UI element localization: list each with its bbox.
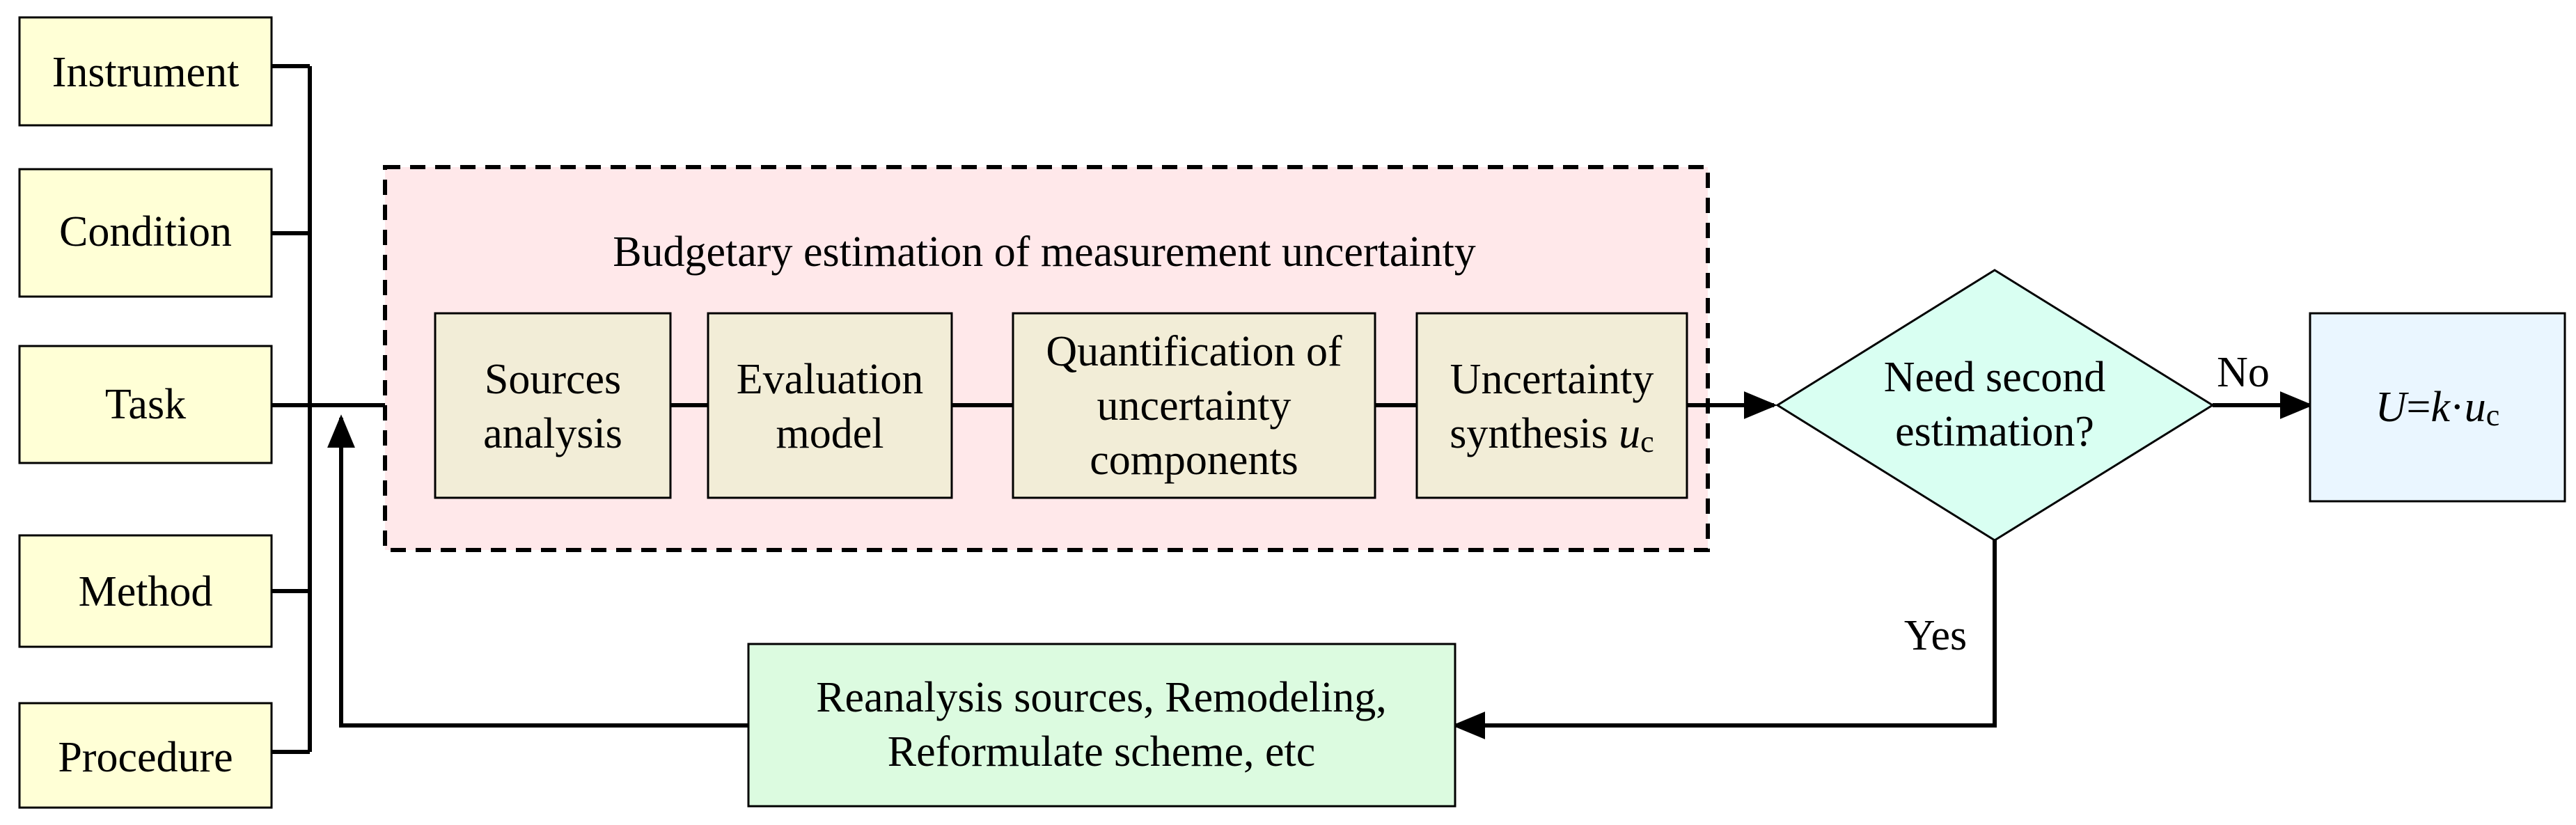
result-box: U=k·uc bbox=[2309, 312, 2566, 503]
input-task-label: Task bbox=[105, 381, 186, 428]
step-quantification-line3: components bbox=[1090, 437, 1298, 484]
step-evaluation-model: Evaluation model bbox=[707, 312, 953, 499]
input-procedure-label: Procedure bbox=[58, 734, 233, 781]
step-sources-line2: analysis bbox=[483, 410, 622, 457]
feedback-loop-arrow bbox=[327, 414, 748, 728]
step-evaluation-line1: Evaluation bbox=[737, 356, 924, 403]
rework-box: Reanalysis sources, Remodeling, Reformul… bbox=[747, 643, 1456, 808]
input-instrument-box: Instrument bbox=[18, 16, 273, 127]
rework-line2: Reformulate scheme, etc bbox=[888, 728, 1316, 776]
decision-need-second-estimation: Need second estimation? bbox=[1775, 269, 2215, 542]
step-sources-analysis: Sources analysis bbox=[434, 312, 672, 499]
input-condition-box: Condition bbox=[18, 168, 273, 298]
input-method-box: Method bbox=[18, 534, 273, 648]
yes-label: Yes bbox=[1904, 612, 1967, 659]
input-task-box: Task bbox=[18, 345, 273, 464]
no-label: No bbox=[2217, 349, 2270, 396]
step-sources-line1: Sources bbox=[485, 356, 621, 403]
input-bus-connector bbox=[272, 64, 312, 754]
step-evaluation-line2: model bbox=[776, 410, 884, 457]
budget-estimation-title: Budgetary estimation of measurement unce… bbox=[613, 228, 1476, 276]
decision-line2: estimation? bbox=[1895, 408, 2094, 455]
result-formula: U=k·uc bbox=[2375, 384, 2499, 432]
input-method-label: Method bbox=[79, 568, 213, 615]
step-quantification-line2: uncertainty bbox=[1097, 382, 1291, 430]
rework-line1: Reanalysis sources, Remodeling, bbox=[816, 674, 1387, 721]
step-synthesis-line1: Uncertainty bbox=[1450, 356, 1654, 403]
step-uncertainty-synthesis: Uncertainty synthesis uc bbox=[1415, 312, 1688, 499]
input-condition-label: Condition bbox=[59, 208, 232, 256]
decision-line1: Need second bbox=[1884, 354, 2105, 401]
step-quantification: Quantification of uncertainty components bbox=[1012, 312, 1376, 499]
input-procedure-box: Procedure bbox=[18, 702, 273, 809]
yes-branch-arrow bbox=[1452, 540, 1997, 739]
step-quantification-line1: Quantification of bbox=[1046, 328, 1342, 375]
input-instrument-label: Instrument bbox=[52, 49, 239, 96]
step-synthesis-line2: synthesis uc bbox=[1450, 410, 1654, 459]
